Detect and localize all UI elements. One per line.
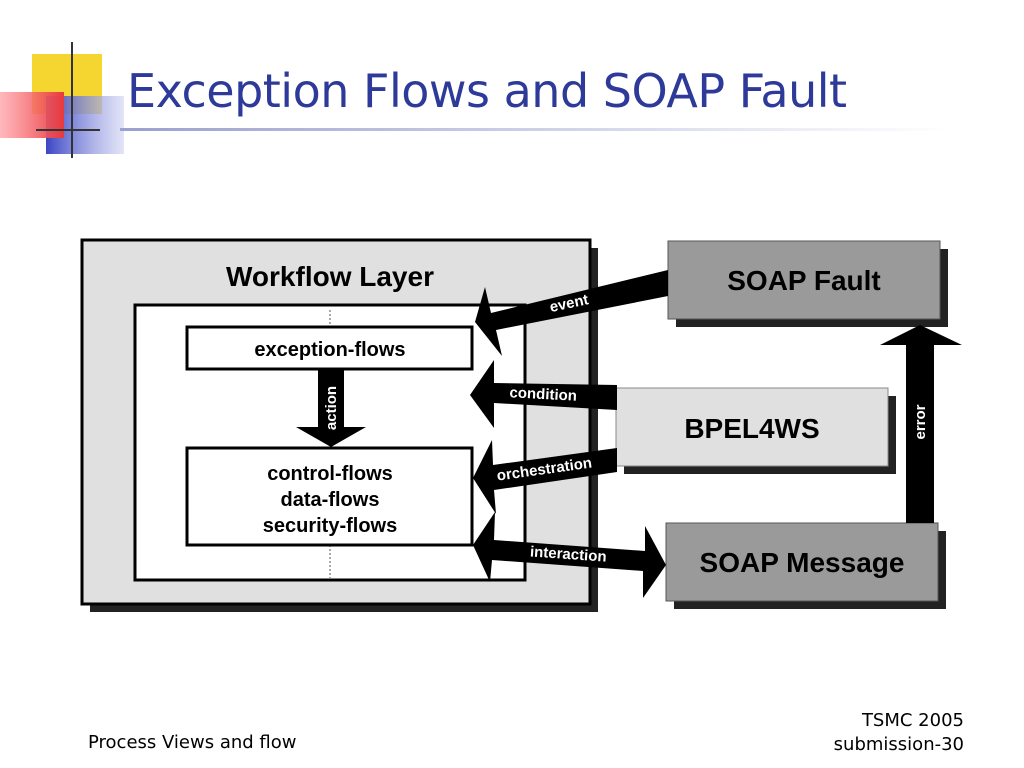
logo-red-square — [0, 92, 64, 138]
footer-left-text: Process Views and flow — [88, 732, 297, 753]
condition-arrow: condition — [470, 360, 617, 428]
control-flows-label: control-flows — [267, 463, 393, 485]
workflow-layer-label: Workflow Layer — [226, 261, 434, 292]
footer-right-text: TSMC 2005 submission-30 — [834, 709, 964, 757]
footer-right-line-1: TSMC 2005 — [861, 710, 964, 731]
soap-fault-box: SOAP Fault — [667, 240, 948, 327]
footer-right-line-2: submission-30 — [833, 734, 964, 755]
action-label: action — [323, 386, 340, 430]
exception-flows-label: exception-flows — [254, 339, 405, 361]
slide-title: Exception Flows and SOAP Fault — [127, 64, 847, 118]
security-flows-label: security-flows — [263, 515, 397, 537]
condition-label: condition — [509, 384, 577, 405]
soap-message-box: SOAP Message — [665, 522, 946, 609]
title-underline — [120, 128, 950, 131]
bpel4ws-label: BPEL4WS — [684, 413, 819, 444]
interaction-label: interaction — [529, 543, 607, 565]
exception-flows-box: exception-flows — [185, 325, 474, 371]
bpel4ws-box: BPEL4WS — [615, 387, 896, 474]
logo-decoration — [0, 42, 124, 158]
soap-fault-label: SOAP Fault — [727, 265, 881, 296]
error-label: error — [912, 404, 929, 439]
interaction-arrow: interaction — [473, 512, 666, 598]
flows-box: control-flows data-flows security-flows — [185, 446, 474, 547]
soap-message-label: SOAP Message — [700, 547, 905, 578]
data-flows-label: data-flows — [281, 489, 380, 511]
action-arrow: action — [296, 370, 366, 447]
error-arrow: error — [880, 325, 962, 523]
